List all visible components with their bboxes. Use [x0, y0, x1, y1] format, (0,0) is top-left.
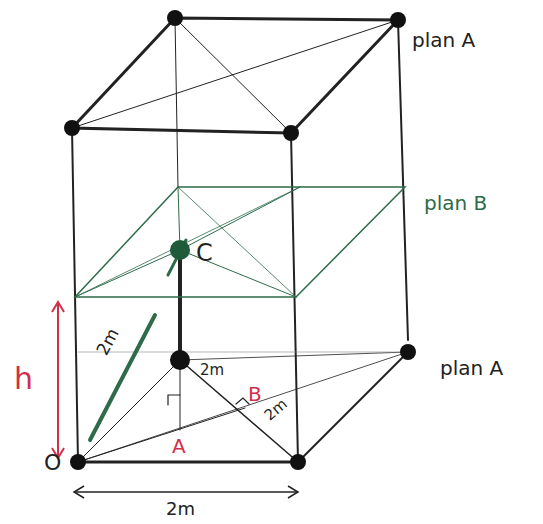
plane-label: plan B	[424, 193, 487, 213]
edge	[398, 20, 408, 340]
atom	[167, 10, 183, 26]
arrow-head	[52, 302, 64, 312]
dimension-label: 2m	[166, 500, 195, 518]
plane-line	[75, 187, 300, 297]
arrow-head	[288, 486, 298, 498]
atom	[170, 350, 190, 370]
atom	[390, 12, 406, 28]
atom	[400, 344, 416, 360]
height-line	[178, 250, 182, 360]
right-angle	[168, 395, 180, 405]
point-label: C	[196, 241, 213, 265]
edge	[78, 360, 180, 462]
edge	[298, 352, 408, 462]
edge	[180, 360, 298, 462]
arrow-head	[74, 486, 84, 498]
height-label: h	[14, 364, 33, 394]
dimension-arrow	[57, 302, 59, 458]
diagonal-mark	[90, 315, 155, 440]
plane-line	[178, 187, 296, 297]
edge	[78, 461, 298, 464]
plane-label: plan A	[440, 358, 503, 378]
point-label: A	[172, 436, 186, 456]
dimension-arrow	[74, 491, 298, 493]
right-angle	[236, 398, 249, 404]
atom	[290, 454, 306, 470]
atom	[70, 454, 86, 470]
atom	[170, 240, 190, 260]
plane-line	[75, 250, 180, 297]
plane-label: plan A	[412, 30, 475, 50]
dimension-label: 2m	[262, 396, 290, 423]
point-label: O	[44, 452, 61, 474]
top-face	[72, 18, 398, 133]
top-diagonal	[72, 20, 398, 128]
atom	[64, 120, 80, 136]
edge	[180, 352, 408, 360]
point-label: B	[248, 384, 262, 404]
edge	[78, 352, 408, 353]
atom	[283, 125, 299, 141]
plane-b	[75, 187, 405, 297]
dimension-label: 2m	[200, 363, 224, 378]
top-diagonal	[175, 18, 291, 133]
edge	[175, 18, 178, 187]
dimension-label: 2m	[94, 326, 122, 358]
